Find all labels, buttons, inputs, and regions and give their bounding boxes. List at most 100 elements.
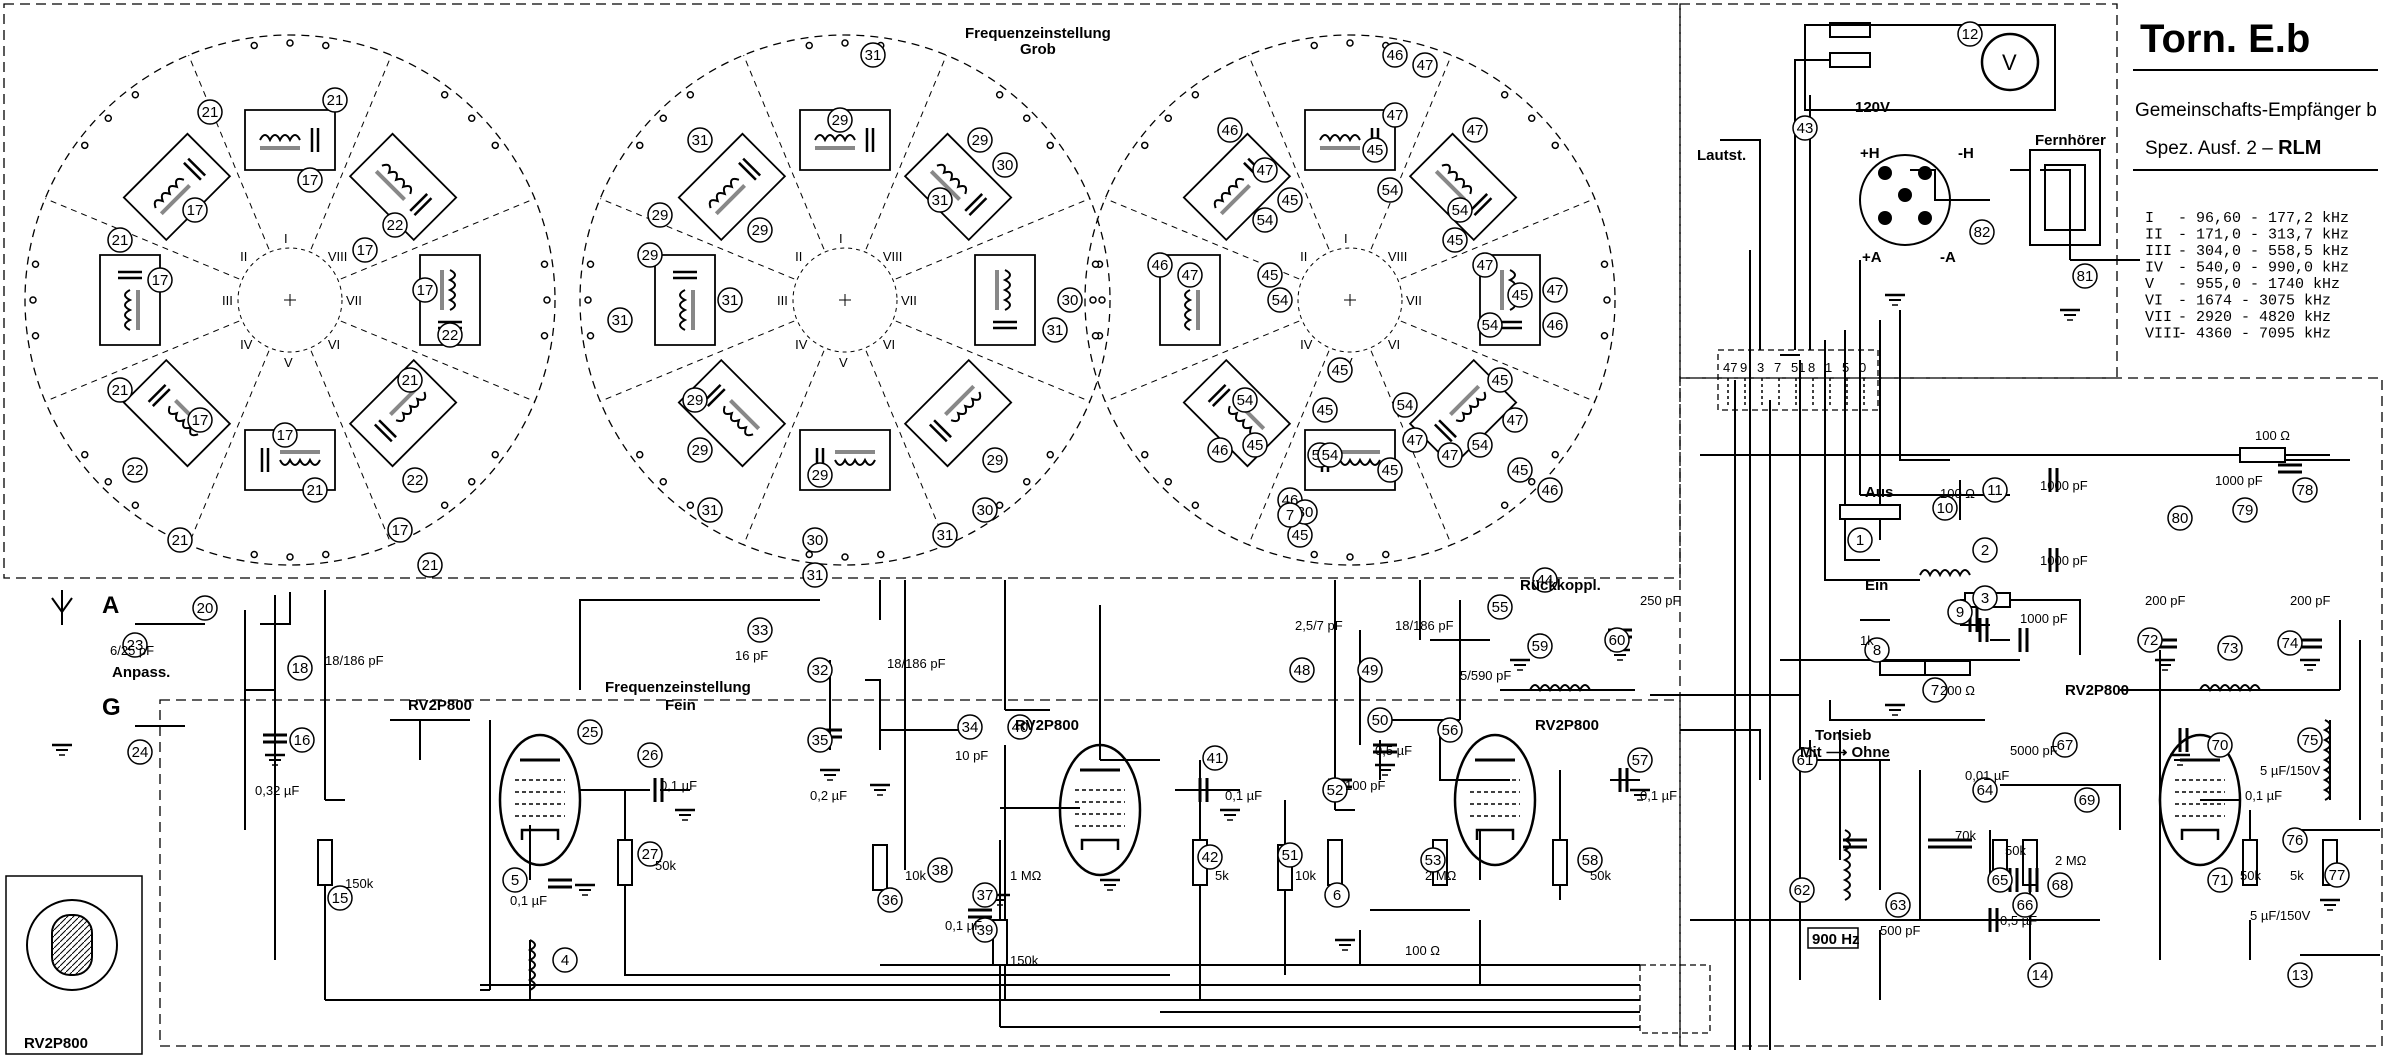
wafer-position-label: VI bbox=[883, 337, 895, 352]
connector-pin-label: 9 bbox=[1740, 360, 1747, 375]
wafer-divider bbox=[188, 54, 270, 250]
label-rueckkoppl: Rückkoppl. bbox=[1520, 577, 1601, 594]
svg-text:22: 22 bbox=[407, 472, 424, 489]
ref-callout: 31 bbox=[932, 522, 958, 548]
ref-callout: 76 bbox=[2282, 827, 2308, 853]
resistor bbox=[1839, 504, 1901, 520]
ref-callout: 68 bbox=[2047, 872, 2073, 898]
tube-label-4: RV2P800 bbox=[2065, 682, 2129, 699]
svg-text:31: 31 bbox=[937, 527, 954, 544]
band-module bbox=[677, 132, 787, 242]
ref-callout: 47 bbox=[1402, 427, 1428, 453]
inductor bbox=[2199, 684, 2261, 693]
inductor bbox=[1919, 569, 1971, 578]
component-value: 150k bbox=[345, 876, 374, 891]
ref-callout: 17 bbox=[147, 267, 173, 293]
svg-text:81: 81 bbox=[2077, 268, 2094, 285]
ref-callout: 54 bbox=[1317, 442, 1343, 468]
component-value: 100 pF bbox=[1345, 778, 1386, 793]
wafer-divider bbox=[865, 54, 947, 250]
band-module bbox=[974, 254, 1036, 346]
svg-text:13: 13 bbox=[2292, 967, 2309, 984]
ref-callout: 21 bbox=[107, 377, 133, 403]
svg-text:33: 33 bbox=[752, 622, 769, 639]
svg-text:46: 46 bbox=[1542, 482, 1559, 499]
component-value: 0,1 µF bbox=[510, 893, 547, 908]
ref-callout: 29 bbox=[637, 242, 663, 268]
component-value: 0,1 µF bbox=[1225, 788, 1262, 803]
ref-callout: 30 bbox=[802, 527, 828, 553]
ref-callout: 31 bbox=[802, 562, 828, 588]
ref-callout: 5 bbox=[502, 867, 528, 893]
ground-symbol bbox=[1630, 788, 1650, 801]
wafer-position-label: IV bbox=[1300, 337, 1313, 352]
svg-text:47: 47 bbox=[1467, 122, 1484, 139]
component-value: 1 MΩ bbox=[1010, 868, 1042, 883]
svg-text:45: 45 bbox=[1332, 362, 1349, 379]
ground-symbols bbox=[52, 293, 2340, 951]
svg-text:22: 22 bbox=[387, 217, 404, 234]
plug-pin-label: +A bbox=[1862, 249, 1882, 266]
component-value: 1000 pF bbox=[2040, 478, 2088, 493]
range-roman: II bbox=[2145, 227, 2163, 244]
svg-text:17: 17 bbox=[417, 282, 434, 299]
svg-text:31: 31 bbox=[612, 312, 629, 329]
svg-text:66: 66 bbox=[2017, 897, 2034, 914]
ref-callout: 50 bbox=[1367, 707, 1393, 733]
ref-callout: 21 bbox=[417, 552, 443, 578]
wafer-divider bbox=[743, 54, 825, 250]
ref-callout: 54 bbox=[1267, 287, 1293, 313]
capacitor bbox=[1948, 838, 1972, 849]
component-value: 1000 pF bbox=[2040, 553, 2088, 568]
ref-callout: 38 bbox=[927, 857, 953, 883]
svg-text:45: 45 bbox=[1247, 437, 1264, 454]
wafer-divider bbox=[599, 198, 795, 280]
svg-text:17: 17 bbox=[277, 427, 294, 444]
resistor bbox=[1924, 660, 1971, 676]
svg-text:46: 46 bbox=[1387, 47, 1404, 64]
ref-callout: 25 bbox=[577, 719, 603, 745]
svg-text:68: 68 bbox=[2052, 877, 2069, 894]
wafer-position-label: III bbox=[777, 293, 788, 308]
ref-callout: 47 bbox=[1177, 262, 1203, 288]
svg-text:17: 17 bbox=[152, 272, 169, 289]
svg-text:14: 14 bbox=[2032, 967, 2049, 984]
connector-pin-label: 51 bbox=[1791, 360, 1805, 375]
ref-callout: 51 bbox=[1277, 842, 1303, 868]
svg-text:31: 31 bbox=[807, 567, 824, 584]
component-value: 50k bbox=[1590, 868, 1611, 883]
svg-text:79: 79 bbox=[2237, 502, 2254, 519]
band-module bbox=[99, 254, 161, 346]
ref-callout: 30 bbox=[1057, 287, 1083, 313]
connector-pin-label: 5 bbox=[1842, 360, 1849, 375]
ref-callout: 46 bbox=[1217, 117, 1243, 143]
range-text: - 171,0 - 313,7 kHz bbox=[2178, 227, 2349, 244]
ref-callout: 21 bbox=[197, 99, 223, 125]
component-value: 0,1 µF bbox=[660, 778, 697, 793]
ref-callout: 17 bbox=[352, 237, 378, 263]
ref-callout: 81 bbox=[2072, 263, 2098, 289]
ref-callout: 69 bbox=[2074, 787, 2100, 813]
svg-text:58: 58 bbox=[1582, 852, 1599, 869]
wafer-divider bbox=[1370, 54, 1452, 250]
label-900hz: 900 Hz bbox=[1812, 931, 1860, 948]
wafer-divider bbox=[340, 198, 536, 280]
svg-text:82: 82 bbox=[1974, 224, 1991, 241]
tube-base-outline bbox=[26, 899, 118, 991]
svg-text:21: 21 bbox=[202, 104, 219, 121]
ref-callout: 67 bbox=[2052, 732, 2078, 758]
component-value: 5 µF/150V bbox=[2260, 763, 2321, 778]
ref-callout: 54 bbox=[1467, 432, 1493, 458]
ref-callout: 21 bbox=[107, 227, 133, 253]
component-value: 0,1 µF bbox=[2245, 788, 2282, 803]
wafer-outline bbox=[1084, 34, 1616, 566]
band-module bbox=[903, 358, 1013, 468]
ref-callout: 27 bbox=[637, 841, 663, 867]
wafer-outline bbox=[579, 34, 1111, 566]
svg-text:7: 7 bbox=[1286, 507, 1294, 524]
svg-text:31: 31 bbox=[722, 292, 739, 309]
resistor bbox=[1327, 839, 1343, 886]
range-roman: I bbox=[2145, 210, 2154, 227]
ref-callout: 31 bbox=[860, 42, 886, 68]
